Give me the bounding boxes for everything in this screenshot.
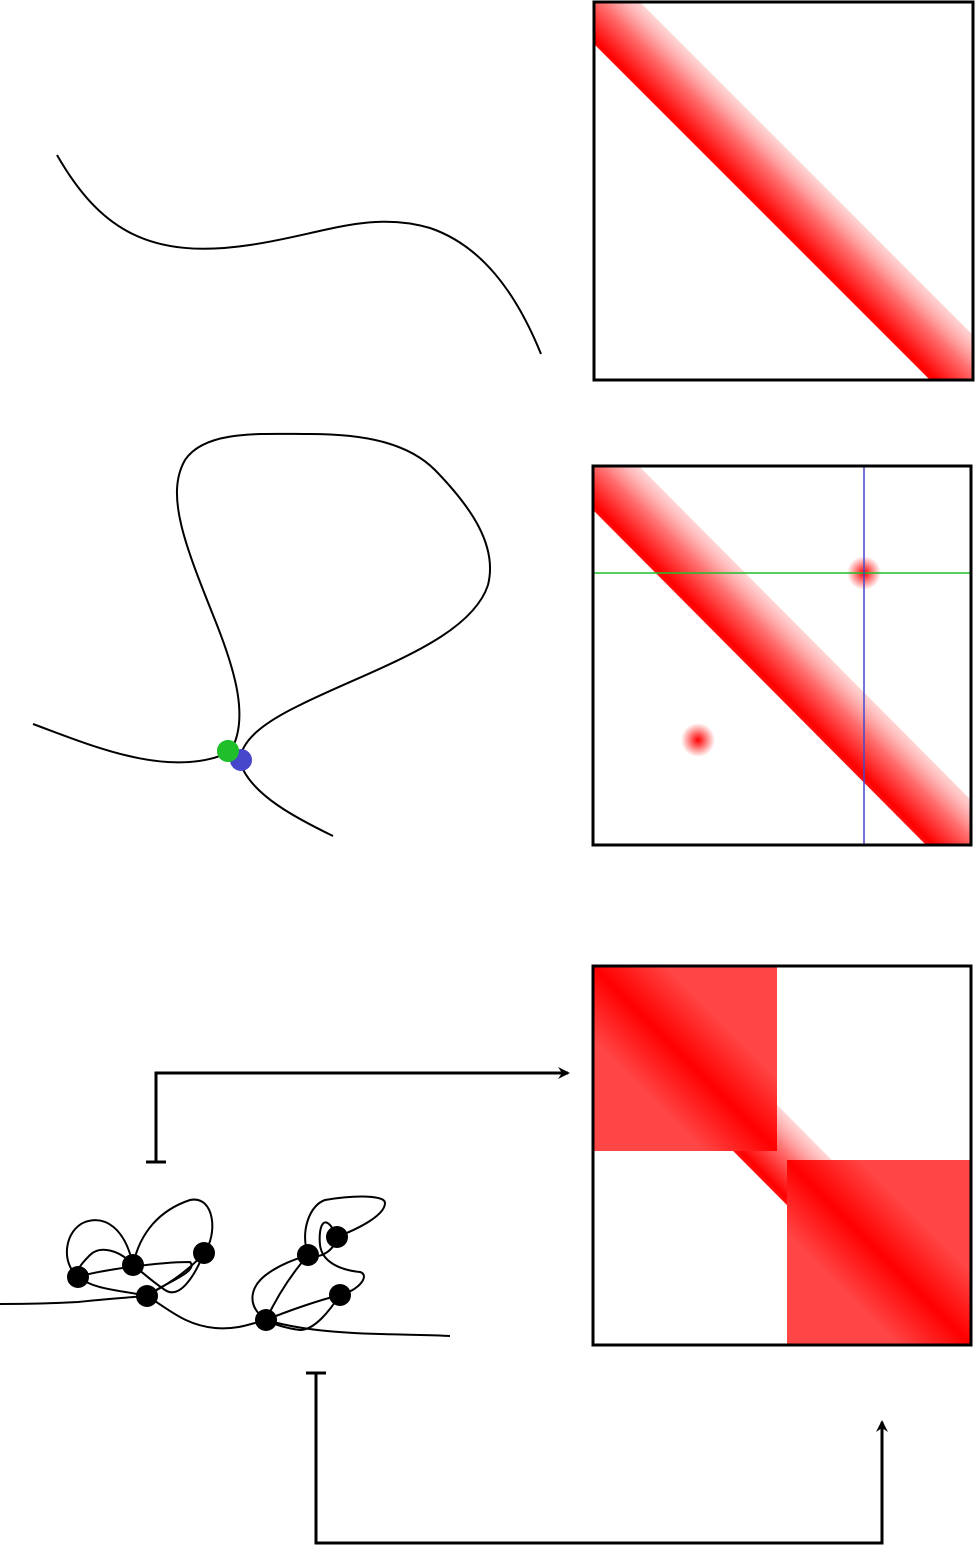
matrix-frame-3 [591,964,973,1347]
contact-matrix-3 [593,966,971,1345]
matrix-frame-1 [592,0,975,382]
polymer-loop-chain [32,432,491,837]
bead [329,1284,351,1306]
polymer-chain [56,154,542,355]
diagonal-band [593,466,971,845]
bead [193,1242,215,1264]
bead [136,1285,158,1307]
bead [297,1244,319,1266]
bead [326,1226,348,1248]
contact-matrix-2 [593,466,971,845]
contact-beads [67,1226,351,1331]
diagonal-band [594,2,973,380]
polymer-domains [0,1195,451,1337]
bead [122,1254,144,1276]
matrix-frame-2 [591,464,973,847]
domain-block-2 [787,1160,971,1345]
bead [67,1266,89,1288]
contact-matrix-1 [594,2,973,380]
contact-spot-lower [681,723,715,757]
domain-1-arrow [154,1067,570,1162]
domain-block-1 [593,966,777,1151]
domain-2-arrow [314,1373,888,1545]
bead [255,1309,277,1331]
